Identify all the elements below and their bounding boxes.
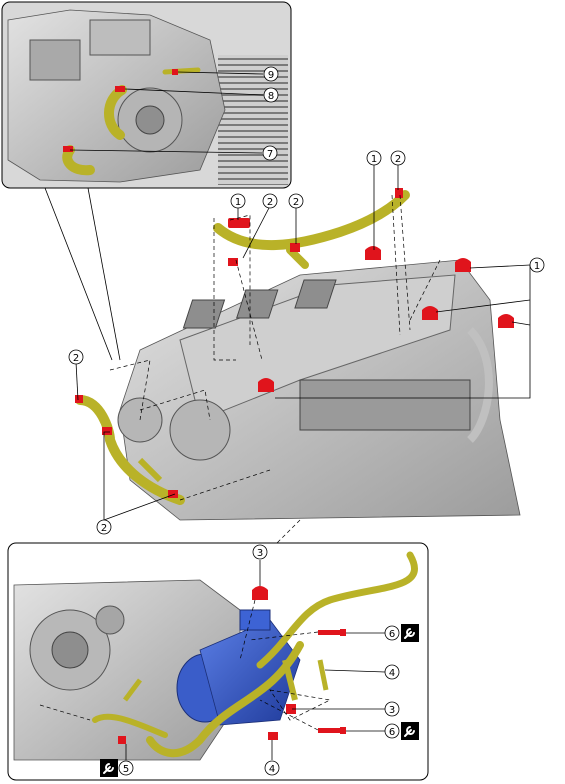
clamp-9 [172, 69, 178, 75]
callout-2d-text: 2 [73, 353, 79, 364]
callout-5-text: 5 [123, 764, 129, 775]
callout-7: 7 [262, 145, 278, 161]
hose-8-detail [104, 85, 127, 140]
ac-hose-lower [146, 641, 304, 758]
callout-4-right: 4 [384, 664, 400, 680]
callout-6a-text: 6 [389, 629, 395, 640]
clamp-8 [115, 86, 125, 92]
callout-8-text: 8 [268, 91, 274, 102]
bottom-detail-inset [7, 542, 429, 781]
callout-4-bottom: 4 [264, 760, 280, 776]
callout-2b-text: 2 [293, 197, 299, 208]
callout-5: 5 [118, 760, 134, 776]
callout-9: 9 [263, 66, 279, 82]
callout-3-top: 3 [252, 544, 268, 560]
callout-6b-text: 6 [389, 727, 395, 738]
ac-hose-upper [256, 551, 418, 669]
callout-6-top: 6 [384, 625, 400, 641]
callout-3a-text: 3 [257, 548, 263, 559]
callout-1b-text: 1 [371, 154, 377, 165]
callout-6-lower: 6 [384, 723, 400, 739]
callout-9-text: 9 [268, 70, 274, 81]
callout-1-top-left: 1 [230, 193, 246, 209]
callout-8: 8 [263, 87, 279, 103]
callout-4a-text: 4 [389, 668, 395, 679]
callout-2c-text: 2 [395, 154, 401, 165]
callout-2-top-right: 2 [390, 150, 406, 166]
bolts-and-clamps-bottom [118, 586, 346, 744]
clamps-main [75, 188, 514, 498]
wrench-icon [401, 624, 419, 642]
callout-7-text: 7 [267, 149, 273, 160]
callout-2a-text: 2 [267, 197, 273, 208]
callout-3-lower: 3 [384, 701, 400, 717]
callout-1c-text: 1 [534, 261, 540, 272]
callout-3b-text: 3 [389, 705, 395, 716]
clamp-7 [63, 146, 73, 152]
callout-1-right: 1 [529, 257, 545, 273]
callout-2-upper-a: 2 [262, 193, 278, 209]
lower-water-hose [75, 395, 185, 505]
callout-2-lower: 2 [96, 519, 112, 535]
callout-labels: 9 8 7 1 2 2 1 2 1 2 2 3 6 4 3 6 5 4 [68, 66, 545, 776]
callout-2e-text: 2 [101, 523, 107, 534]
hose-7-detail [62, 145, 95, 176]
callout-2-left: 2 [68, 349, 84, 365]
upper-water-hose [213, 190, 410, 250]
main-engine-view [75, 164, 531, 571]
wrench-icon [100, 759, 118, 777]
hose-9-detail [162, 67, 201, 75]
wrench-icon [401, 722, 419, 740]
callout-4b-text: 4 [269, 764, 275, 775]
intake-ports [299, 379, 471, 431]
callout-1a-text: 1 [235, 197, 241, 208]
callout-2-upper-b: 2 [288, 193, 304, 209]
callout-1-top-right: 1 [366, 150, 382, 166]
